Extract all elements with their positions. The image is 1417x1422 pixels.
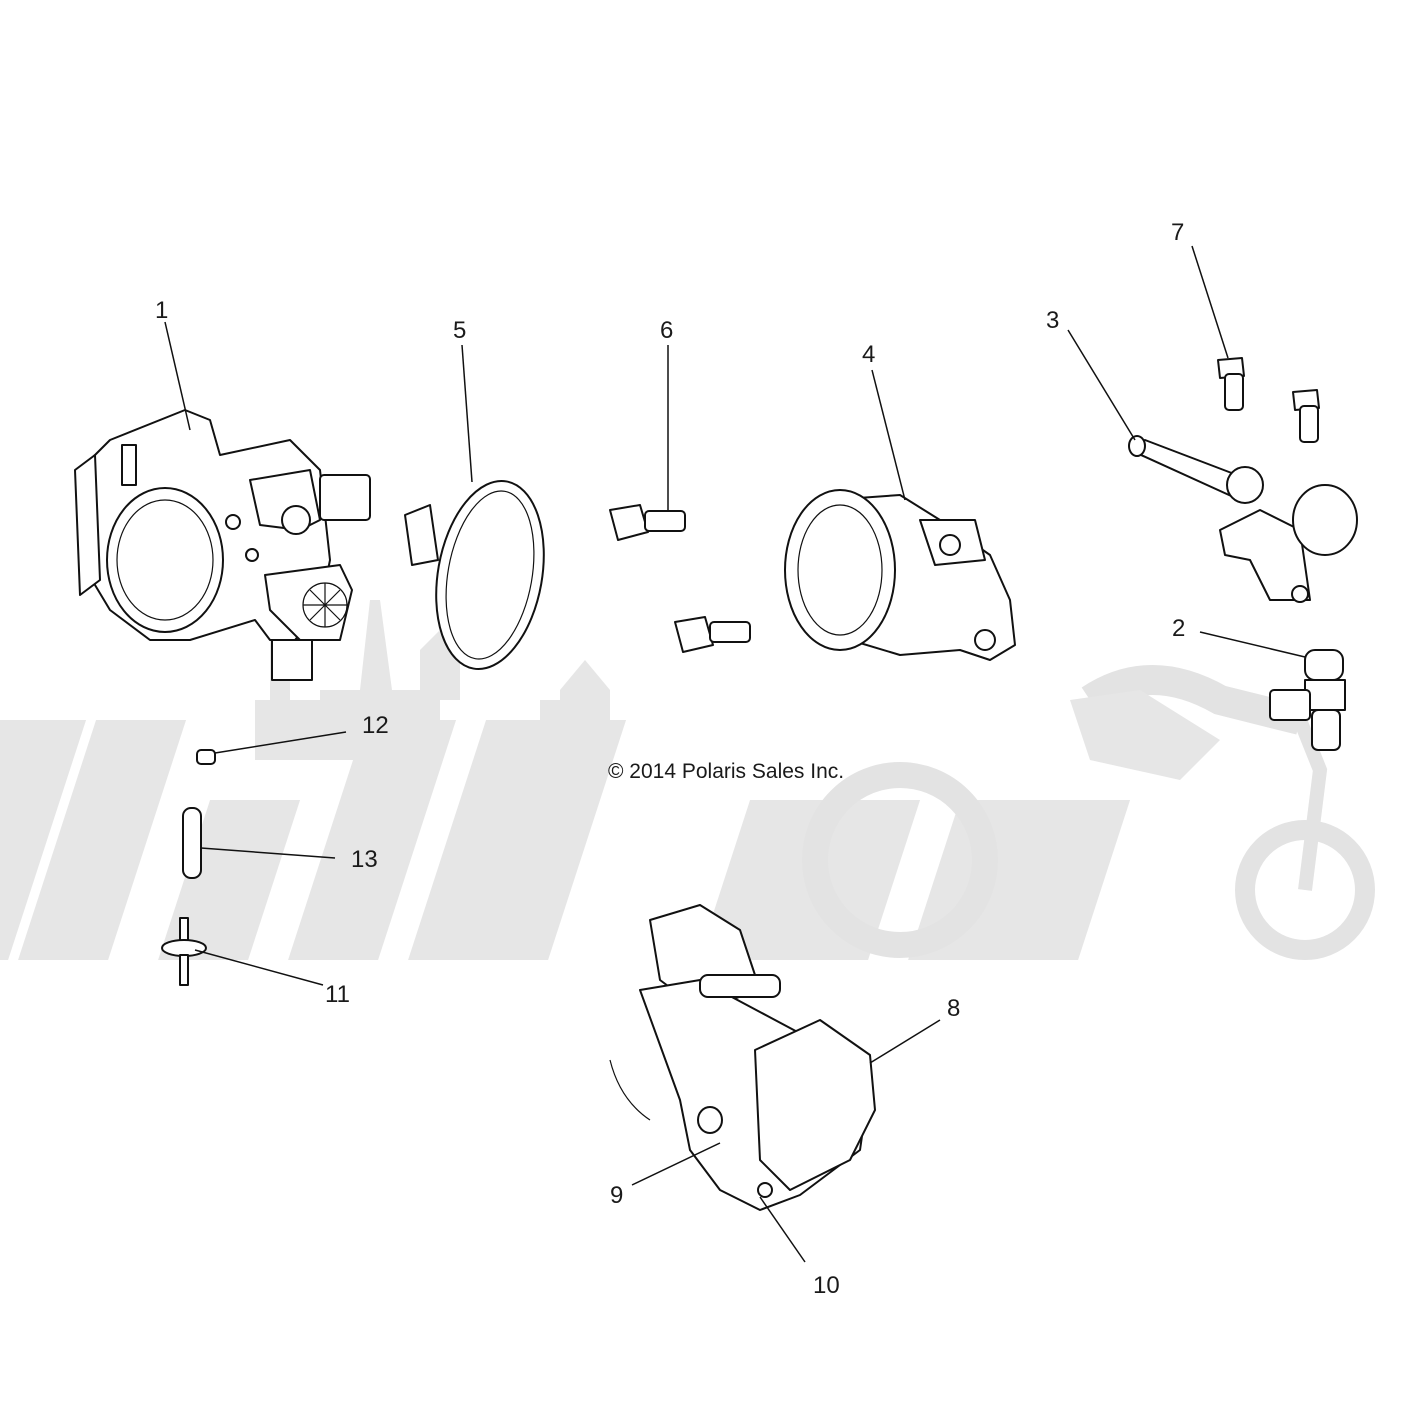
leader-12 — [214, 731, 347, 754]
hose-clamp-icon — [404, 480, 545, 670]
fuel-injector-icon — [1269, 649, 1346, 751]
callout-12: 12 — [362, 712, 389, 739]
throttle-cover-icon — [609, 904, 876, 1211]
leader-3 — [1067, 329, 1136, 441]
throttle-body-icon — [74, 409, 371, 681]
intake-adapter-icon — [784, 489, 1016, 661]
callout-4: 4 — [862, 341, 875, 368]
copyright-text: © 2014 Polaris Sales Inc. — [608, 760, 844, 783]
leader-8 — [869, 1019, 941, 1064]
callout-10: 10 — [813, 1272, 840, 1299]
callout-11: 11 — [325, 981, 350, 1008]
callout-3: 3 — [1046, 307, 1059, 334]
leader-lines — [164, 245, 1306, 1263]
leader-10 — [759, 1196, 806, 1263]
watermark — [0, 600, 1375, 960]
leader-4 — [871, 369, 906, 501]
callout-8: 8 — [947, 995, 960, 1022]
callout-2: 2 — [1172, 615, 1185, 642]
callout-13: 13 — [351, 846, 378, 873]
callout-labels: 1 2 3 4 5 6 7 8 9 10 11 12 13 — [155, 219, 1185, 1299]
callout-1: 1 — [155, 297, 168, 324]
leader-1 — [164, 321, 191, 431]
callout-6: 6 — [660, 317, 673, 344]
leader-7 — [1191, 245, 1229, 359]
rivet-icon — [161, 917, 207, 986]
fuel-rail-icon — [1128, 435, 1358, 603]
callout-7: 7 — [1171, 219, 1184, 246]
cap-icon — [196, 749, 216, 765]
leader-2 — [1199, 631, 1306, 658]
callout-9: 9 — [610, 1182, 623, 1209]
leader-9 — [631, 1142, 721, 1186]
flange-bolt-icon — [1217, 357, 1320, 443]
leader-5 — [461, 344, 473, 483]
tube-icon — [182, 807, 202, 879]
callout-5: 5 — [453, 317, 466, 344]
leader-13 — [200, 847, 336, 859]
leader-11 — [194, 949, 324, 986]
flange-bolt-icon — [609, 504, 751, 653]
